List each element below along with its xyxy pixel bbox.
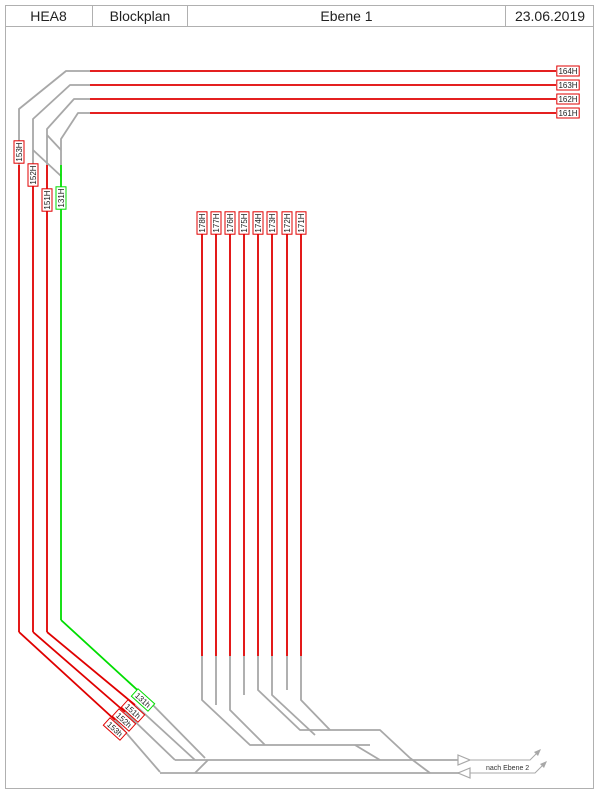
exit-tip-upper [534, 749, 541, 756]
label-176H: 176H [224, 211, 236, 235]
label-153H: 153H [13, 140, 25, 164]
block-label-text: 153H [15, 142, 24, 161]
block-label-box [556, 79, 580, 91]
yard-fan-174 [257, 656, 411, 759]
entry-arrow-left [456, 767, 471, 779]
bottom-switch-b [354, 744, 381, 761]
label-164H: 164H [556, 65, 580, 77]
block-label-text: 164H [558, 67, 577, 76]
diag-grey-151 [134, 704, 196, 761]
block-label-box [13, 140, 25, 164]
block-label-text: 162H [558, 95, 577, 104]
label-162H: 162H [556, 93, 580, 105]
label-152H: 152H [27, 163, 39, 187]
label-161H: 161H [556, 107, 580, 119]
block-label-text: 176H [226, 213, 235, 232]
diag-track-2 [46, 631, 136, 706]
diag-track-0 [18, 631, 116, 721]
block-label-box [111, 708, 137, 732]
label-175H: 175H [238, 211, 250, 235]
block-label-box [210, 211, 222, 235]
block-label-box [196, 211, 208, 235]
label-178H: 178H [196, 211, 208, 235]
block-label-box [556, 65, 580, 77]
block-label-box [130, 688, 156, 712]
block-label-box [252, 211, 264, 235]
block-label-text: 152H [29, 165, 38, 184]
curve-164H [18, 70, 90, 165]
block-label-text: 172H [283, 213, 292, 232]
block-label-box [238, 211, 250, 235]
block-label-box [281, 211, 293, 235]
block-label-text: 174H [254, 213, 263, 232]
switch-left-a [32, 149, 62, 177]
title-block: HEA8 Blockplan Ebene 1 23.06.2019 [5, 5, 594, 27]
block-label-text: 175H [240, 213, 249, 232]
block-label-box [556, 107, 580, 119]
label-163H: 163H [556, 79, 580, 91]
date-cell: 23.06.2019 [514, 7, 586, 24]
level-cell: Ebene 1 [188, 5, 506, 26]
block-label-box [266, 211, 278, 235]
curve-162H [46, 98, 90, 165]
yard-fan-178 [201, 656, 370, 746]
switch-left-b [46, 134, 62, 151]
page-frame [5, 5, 594, 789]
block-label-text: 151H [43, 190, 52, 209]
kind-cell: Blockplan [93, 5, 188, 26]
diag-track-3 [60, 619, 146, 698]
block-label-text: 163H [558, 81, 577, 90]
project-cell: HEA8 [5, 5, 93, 26]
diag-grey-131 [144, 696, 206, 759]
label-174H: 174H [252, 211, 264, 235]
exit-arrow-right [457, 754, 472, 766]
exit-tip-lower [540, 761, 547, 768]
block-label-text: 171H [297, 213, 306, 232]
label-171H: 171H [295, 211, 307, 235]
yard-fan-176 [229, 656, 266, 746]
label-172H: 172H [281, 211, 293, 235]
label-173H: 173H [266, 211, 278, 235]
bottom-switch-a [194, 759, 209, 774]
block-label-box [27, 163, 39, 187]
yard-fan-173 [271, 656, 316, 736]
block-label-box [556, 93, 580, 105]
label-151H: 151H [41, 188, 53, 212]
curve-161H [60, 112, 90, 165]
diag-grey-152 [124, 711, 176, 761]
block-label-box [55, 186, 67, 210]
block-label-text: 177H [212, 213, 221, 232]
yard-fan-171 [300, 656, 331, 731]
bottom-switch-c [409, 757, 431, 774]
block-label-box [102, 717, 128, 741]
label-131H: 131H [55, 186, 67, 210]
block-label-text: 161H [558, 109, 577, 118]
exit-label: nach Ebene 2 [486, 765, 529, 772]
label-177H: 177H [210, 211, 222, 235]
block-label-box [41, 188, 53, 212]
exit-tail-upper [470, 749, 541, 761]
block-label-box [224, 211, 236, 235]
block-label-text: 178H [198, 213, 207, 232]
block-label-box [120, 699, 146, 723]
block-label-text: 173H [268, 213, 277, 232]
block-label-box [295, 211, 307, 235]
block-label-text: 131H [57, 188, 66, 207]
curve-163H [32, 84, 90, 165]
diag-track-1 [32, 631, 126, 713]
